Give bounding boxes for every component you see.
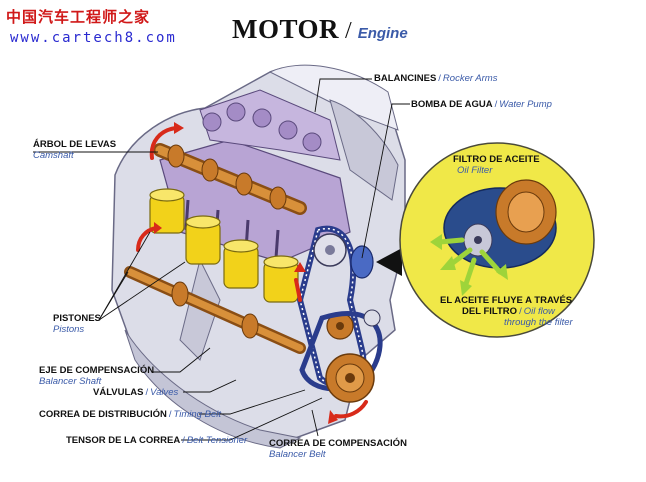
title-sub: Engine bbox=[357, 25, 408, 42]
label-balancer-shaft: EJE DE COMPENSACIÓN Balancer Shaft bbox=[39, 365, 155, 387]
label-balancer-belt: CORREA DE COMPENSACIÓN Balancer Belt bbox=[269, 438, 407, 460]
page-title: MOTOR/ Engine bbox=[232, 14, 408, 45]
pistons bbox=[149, 188, 299, 303]
oil-flow-arrows bbox=[437, 237, 503, 287]
watermark-cn: 中国汽车工程师之家 bbox=[6, 8, 151, 26]
leader-lines bbox=[33, 78, 410, 441]
label-camshaft: ÁRBOL DE LEVAS Camshaft bbox=[33, 139, 117, 161]
oil-flow-arrow-heads bbox=[430, 234, 508, 296]
label-belt-tensioner: TENSOR DE LA CORREA/Belt Tensioner bbox=[66, 435, 248, 446]
label-pistons: PISTONES Pistons bbox=[53, 313, 101, 335]
label-valves: VÁLVULAS/Valves bbox=[93, 387, 179, 398]
motion-arrows bbox=[136, 126, 368, 419]
label-rocker-arms: BALANCINES/Rocker Arms bbox=[374, 73, 498, 84]
label-oil-flow: EL ACEITE FLUYE A TRAVÉS DEL FILTRO/Oil … bbox=[440, 295, 573, 328]
label-oil-filter: FILTRO DE ACEITE Oil Filter bbox=[453, 154, 540, 176]
water-pump bbox=[350, 245, 374, 279]
title-main: MOTOR bbox=[232, 14, 340, 44]
balancer-shaft bbox=[124, 266, 306, 354]
watermark-url: www.cartech8.com bbox=[10, 30, 177, 46]
label-water-pump: BOMBA DE AGUA/Water Pump bbox=[411, 99, 552, 110]
title-separator: / bbox=[345, 18, 352, 44]
motion-arrow-heads bbox=[154, 122, 338, 424]
label-timing-belt: CORREA DE DISTRIBUCIÓN/Timing Belt bbox=[39, 409, 221, 420]
balancer-belt bbox=[299, 309, 383, 403]
camshaft bbox=[153, 143, 307, 215]
